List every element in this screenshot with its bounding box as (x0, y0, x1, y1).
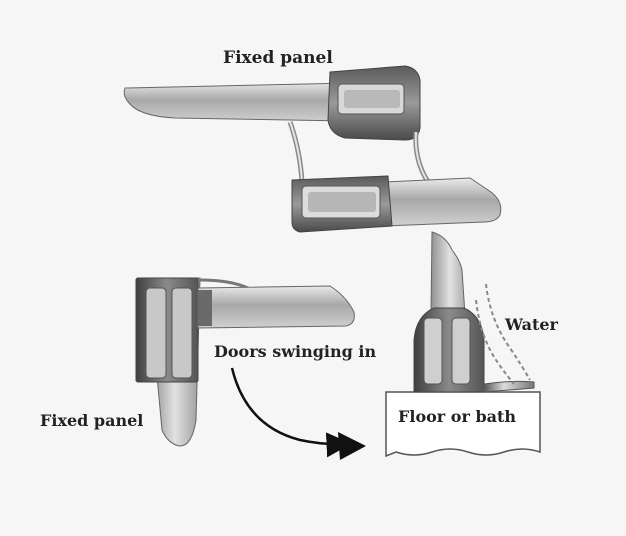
water-label: Water (505, 315, 558, 334)
fixed-panel-top-label: Fixed panel (223, 48, 333, 68)
floor-or-bath-label: Floor or bath (398, 407, 517, 426)
top-fixed-panel-profile (123, 65, 421, 141)
doors-swinging-in-label: Doors swinging in (214, 342, 377, 361)
top-hinge-seal-strips (287, 121, 431, 184)
top-door-panel-profile (291, 175, 502, 233)
door-bottom-seal-profile (413, 231, 535, 393)
fixed-panel-left-label: Fixed panel (40, 411, 144, 430)
water-flow-lines (475, 283, 531, 385)
left-door-panel-profile (197, 278, 355, 329)
floor-or-bath-surface (385, 391, 541, 458)
arrow-head (338, 432, 366, 460)
left-fixed-panel-profile (135, 277, 201, 447)
door-swing-arrow (230, 367, 352, 458)
